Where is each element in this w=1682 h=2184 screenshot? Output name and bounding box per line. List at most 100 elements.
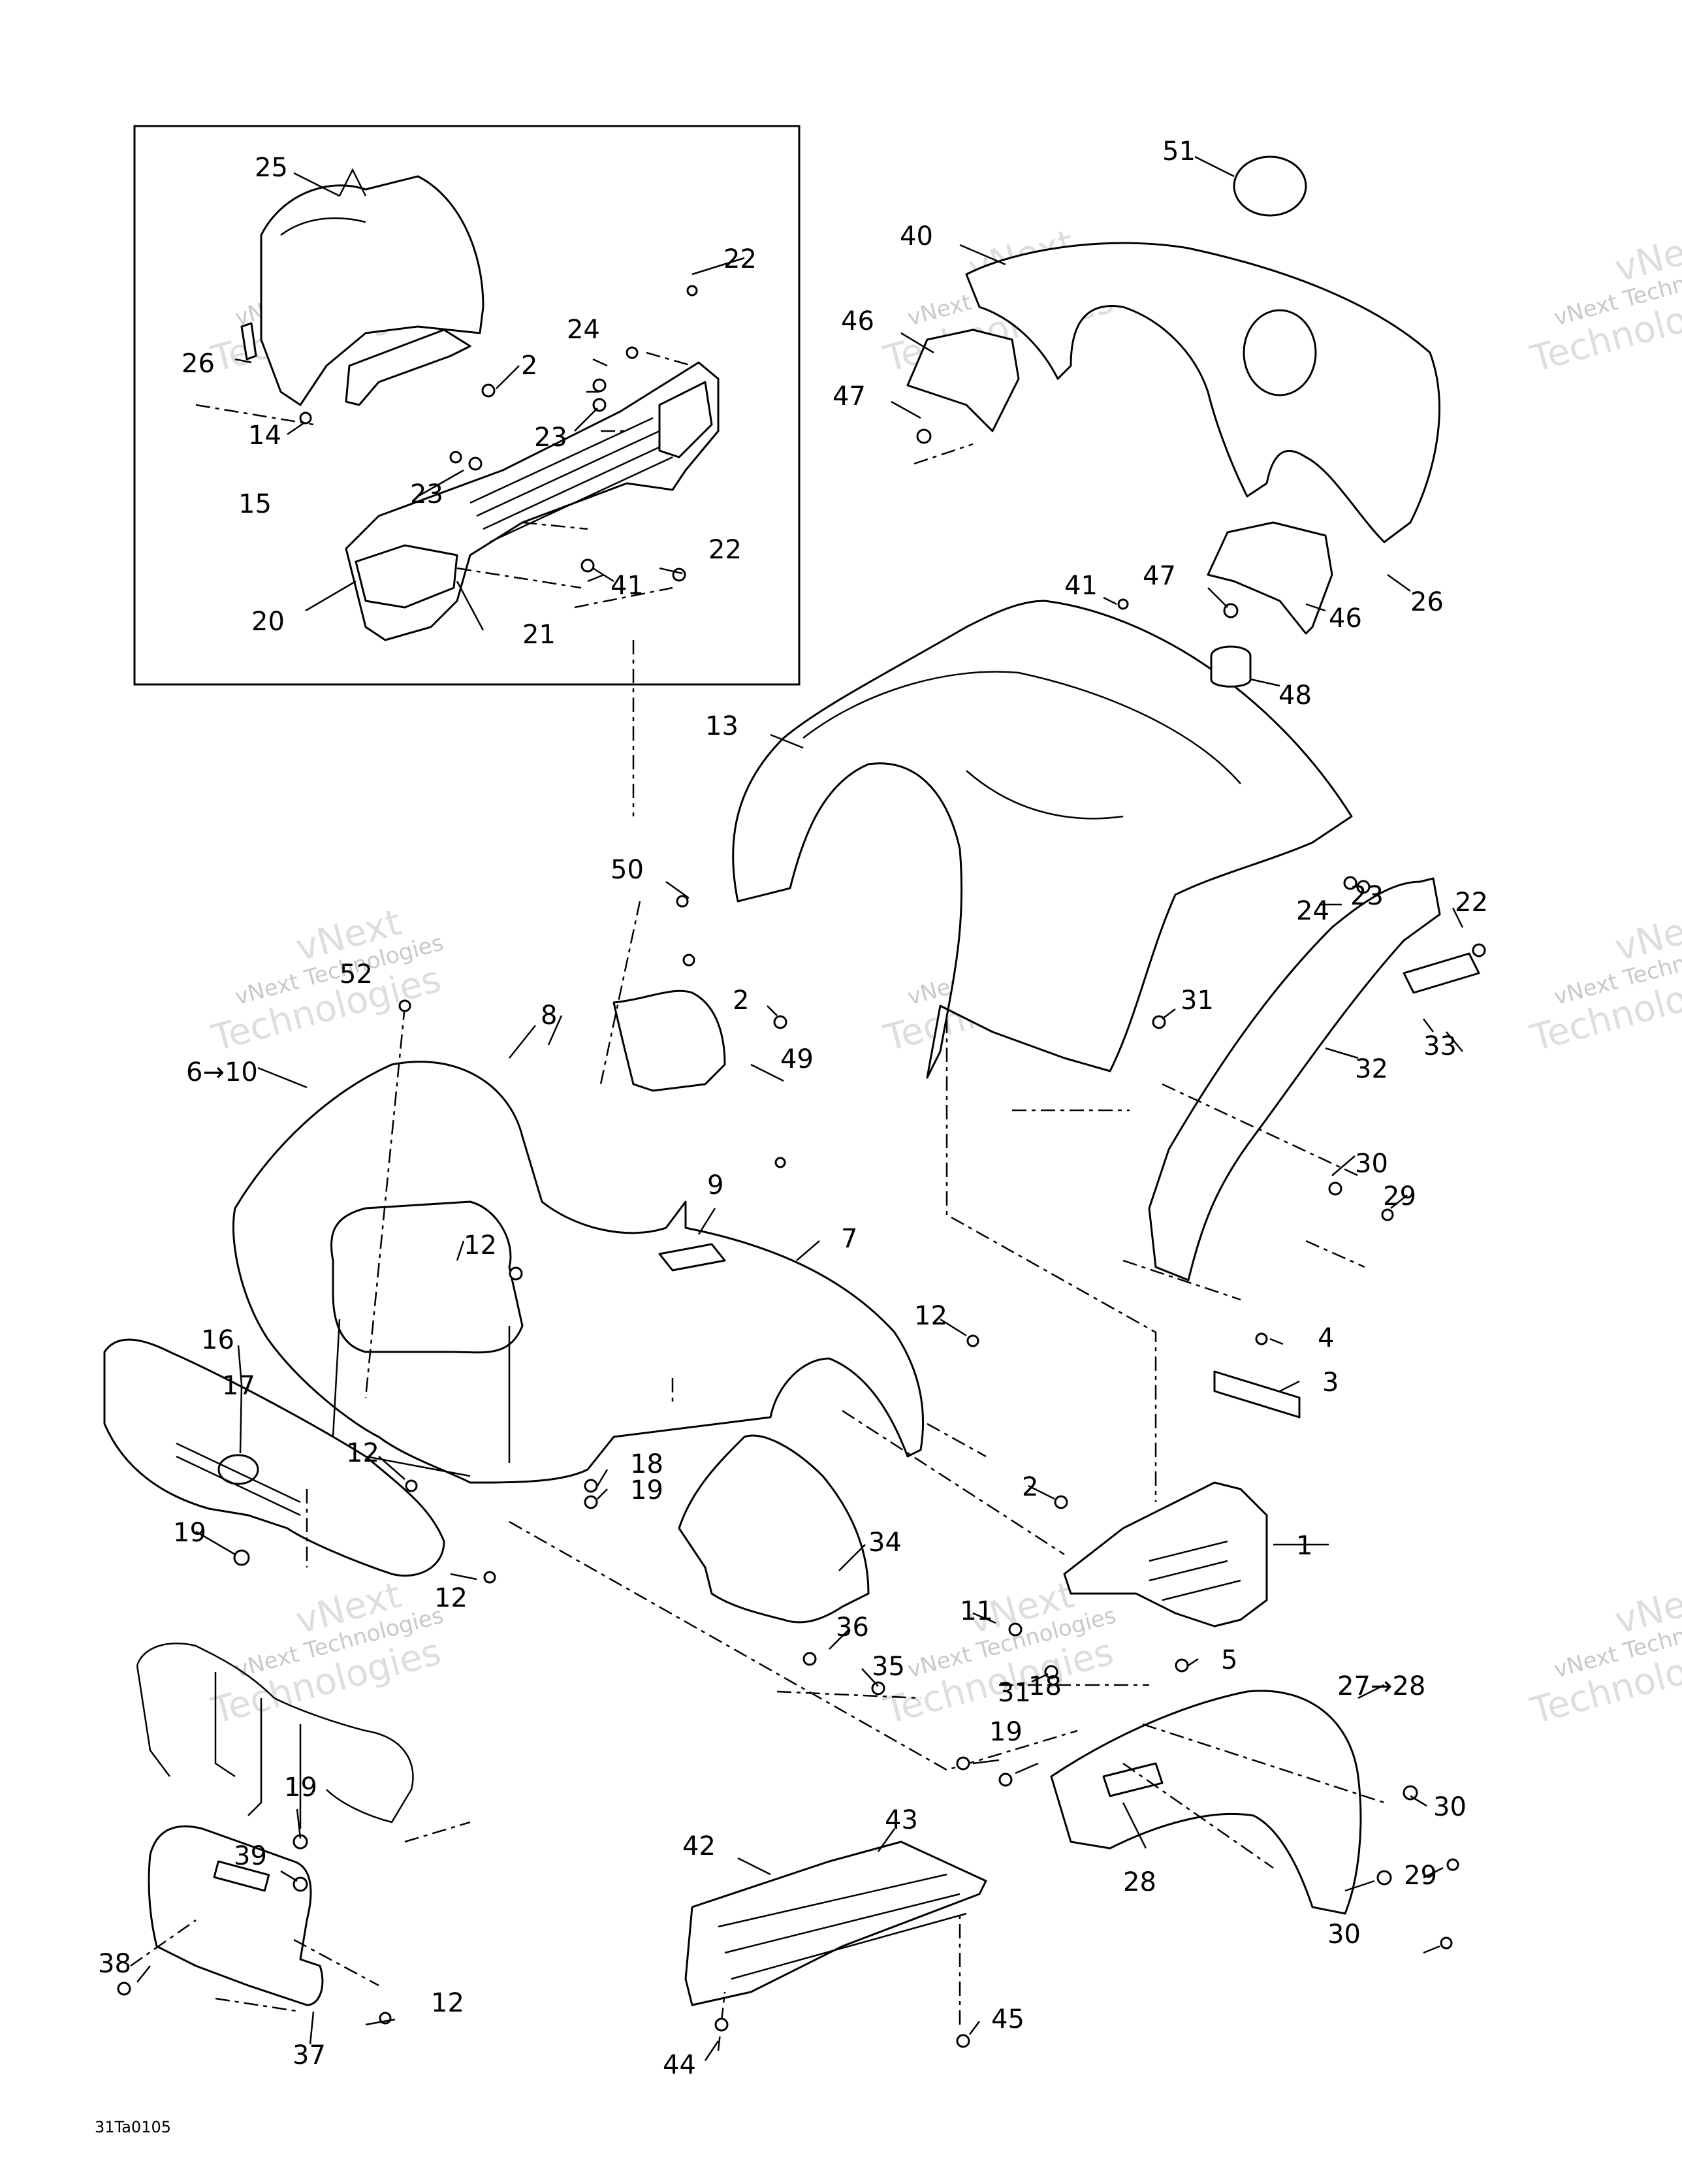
part-16-bumper-slats — [176, 1442, 301, 1517]
callout: 5 — [1221, 1645, 1237, 1675]
callout: 22 — [723, 244, 757, 274]
callout: 7 — [841, 1224, 857, 1254]
part-51-cap — [1233, 155, 1307, 217]
callout: 46 — [841, 306, 874, 336]
callout: 27→28 — [1337, 1671, 1425, 1701]
callout: 26 — [1410, 587, 1444, 617]
part-3-rail — [1213, 1370, 1301, 1419]
callout: 29 — [1404, 1861, 1437, 1891]
callout: 41 — [1064, 571, 1098, 601]
callout: 47 — [833, 381, 866, 411]
callout: 14 — [248, 421, 281, 451]
callout: 52 — [340, 959, 373, 989]
callout: 41 — [611, 571, 644, 601]
callout-labels: 1 2 2 2 2 3 4 5 6→10 7 8 9 11 12 12 12 1… — [98, 136, 1488, 2080]
callout: 6→10 — [186, 1057, 258, 1087]
inset-plate — [345, 329, 471, 406]
callout: 30 — [1327, 1919, 1361, 1950]
callout: 48 — [1278, 681, 1312, 711]
part-25-detail — [280, 168, 367, 236]
part-16-front-bumper — [103, 1338, 445, 1577]
callout: 19 — [173, 1518, 206, 1548]
callout: 30 — [1433, 1792, 1467, 1822]
callout: 38 — [98, 1949, 131, 1979]
part-7-storage-box — [330, 1200, 524, 1354]
part-9-decal — [658, 1243, 726, 1272]
callout: 2 — [521, 351, 537, 381]
callout: 34 — [868, 1528, 902, 1558]
figure-id: 31Ta0105 — [95, 2118, 171, 2136]
callout: 3 — [1322, 1368, 1339, 1398]
callout: 9 — [707, 1170, 723, 1200]
callout: 44 — [663, 2050, 696, 2080]
callout: 21 — [522, 620, 556, 650]
callout: 2 — [1022, 1472, 1038, 1502]
callout: 16 — [201, 1325, 234, 1355]
fasteners — [117, 285, 1486, 2048]
part-40-rack-opening — [1243, 309, 1317, 396]
callout: 46 — [1329, 603, 1362, 634]
callout: 23 — [1350, 881, 1384, 911]
callout: 12 — [434, 1583, 468, 1613]
callout: 36 — [836, 1613, 869, 1643]
callout: 19 — [630, 1475, 663, 1505]
callout: 8 — [541, 1001, 557, 1031]
callout: 40 — [900, 221, 933, 251]
callout: 24 — [1296, 896, 1329, 926]
callout: 4 — [1318, 1323, 1334, 1353]
part-32-side-fender — [1148, 877, 1441, 1281]
callout: 19 — [989, 1717, 1023, 1747]
callout: 51 — [1162, 136, 1196, 167]
part-1-footrest-grid — [1149, 1540, 1241, 1601]
inset-frame — [133, 125, 801, 686]
callout: 12 — [464, 1230, 497, 1261]
part-27-rear-mudguard — [1050, 1690, 1362, 1915]
callout: 20 — [251, 607, 285, 637]
assembly-lines — [130, 351, 1385, 2051]
part-21-grille-slats — [469, 417, 673, 543]
callout: 12 — [431, 1988, 464, 2018]
callout: 43 — [885, 1805, 918, 1835]
callout: 26 — [182, 349, 215, 379]
leader-lines — [136, 155, 1464, 2061]
callout: 31 — [1181, 986, 1214, 1016]
part-20-lamp-left — [355, 544, 458, 609]
callout: 30 — [1355, 1149, 1388, 1179]
part-13-fender-detail — [802, 671, 1241, 820]
part-49-bracket — [612, 989, 726, 1092]
part-43-plate-holes — [718, 1873, 967, 1980]
part-34-mud-guard — [678, 1434, 870, 1624]
callout: 33 — [1423, 1031, 1457, 1061]
callout: 31 — [998, 1678, 1031, 1708]
callout: 37 — [293, 2040, 326, 2070]
part-26-shape — [240, 322, 257, 361]
part-40-rear-rack — [965, 242, 1440, 543]
part-37-slot — [213, 1860, 270, 1892]
callout: 47 — [1143, 561, 1176, 591]
callout: 23 — [410, 479, 443, 509]
callout: 12 — [914, 1301, 947, 1331]
callout: 18 — [1028, 1671, 1062, 1701]
callout: 25 — [255, 153, 288, 183]
part-37-skid-guard — [148, 1825, 324, 2006]
callout: 13 — [705, 711, 738, 741]
part-13-rear-fender — [732, 600, 1353, 1079]
callout: 35 — [872, 1652, 905, 1682]
callout: 32 — [1355, 1054, 1388, 1084]
callout: 42 — [682, 1831, 716, 1861]
callout: 28 — [1123, 1867, 1156, 1897]
part-20-lamp-right — [658, 381, 713, 458]
callout: 24 — [567, 315, 600, 345]
callout: 12 — [346, 1438, 379, 1468]
callout: 18 — [630, 1449, 663, 1479]
callout: 11 — [960, 1596, 993, 1626]
part-46-lower-bracket — [1207, 521, 1333, 635]
part-33-decal — [1403, 952, 1480, 994]
part-46-upper-bracket — [906, 329, 1020, 432]
callout: 17 — [222, 1371, 255, 1401]
part-25-shape — [260, 175, 484, 406]
callout: 2 — [733, 986, 749, 1016]
front-guard-rail — [136, 1643, 414, 1829]
part-48-cap — [1210, 645, 1252, 688]
